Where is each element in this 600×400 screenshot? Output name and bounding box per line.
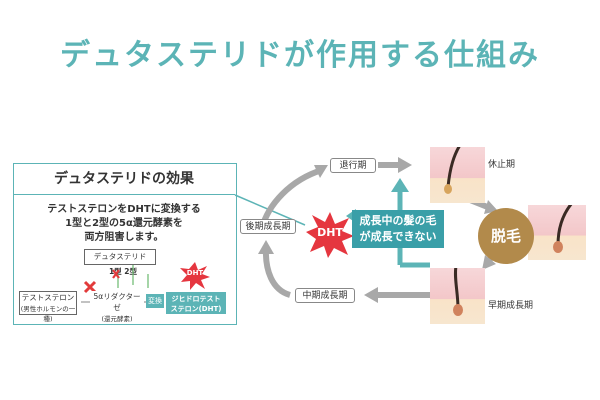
effect-heading: デュタステリドの効果 — [13, 163, 235, 195]
growth-block-message: 成長中の髪の毛 が成長できない — [352, 210, 444, 248]
hair-shedding-image — [528, 202, 586, 260]
effect-line-2: 1型と2型の5α還元酵素を — [65, 218, 183, 229]
dht-burst-small-label: DHT — [186, 269, 204, 277]
page-title: デュタステリドが作用する仕組み — [60, 38, 540, 73]
stage-late-growth: 後期成長期 — [240, 219, 296, 234]
testosterone-label: テストステロン — [21, 293, 75, 302]
testosterone-chip: テストステロン (男性ホルモンの一種) — [19, 291, 77, 323]
block-x-icon — [112, 269, 120, 279]
effect-line-1: テストステロンをDHTに変換する — [47, 204, 201, 215]
dht-burst-label: DHT — [317, 226, 343, 239]
reductase-chip: 5αリダクターゼ (還元酵素) — [90, 291, 144, 323]
dht-chip: ジヒドロテスト ステロン(DHT) — [166, 292, 226, 314]
cross-icon — [83, 280, 97, 294]
dht-burst-icon — [306, 212, 354, 258]
testosterone-sub: (男性ホルモンの一種) — [20, 305, 76, 323]
hair-early-growth-image — [430, 265, 485, 324]
stage-early-growth: 早期成長期 — [488, 301, 534, 311]
stage-regression: 退行期 — [330, 158, 376, 173]
growth-message-line-1: 成長中の髪の毛 — [359, 214, 437, 227]
hair-loss-circle: 脱毛 — [478, 208, 534, 264]
reductase-label: 5αリダクターゼ — [93, 292, 141, 312]
growth-message-line-2: が成長できない — [359, 230, 437, 243]
stage-resting: 休止期 — [488, 160, 516, 170]
change-arrow: 変換 — [146, 294, 164, 308]
effect-line-3: 両方阻害します。 — [84, 232, 164, 243]
dht-chip-line-2: ステロン(DHT) — [170, 305, 222, 313]
drug-chip: デュタステリド — [84, 249, 156, 265]
stage-mid-growth: 中期成長期 — [295, 288, 355, 303]
dht-burst-small-icon — [180, 262, 210, 290]
reductase-sub: (還元酵素) — [101, 315, 133, 323]
types-label: 1型 2型 — [108, 267, 138, 276]
dht-chip-line-1: ジヒドロテスト — [171, 295, 221, 303]
hair-resting-image — [430, 144, 485, 203]
